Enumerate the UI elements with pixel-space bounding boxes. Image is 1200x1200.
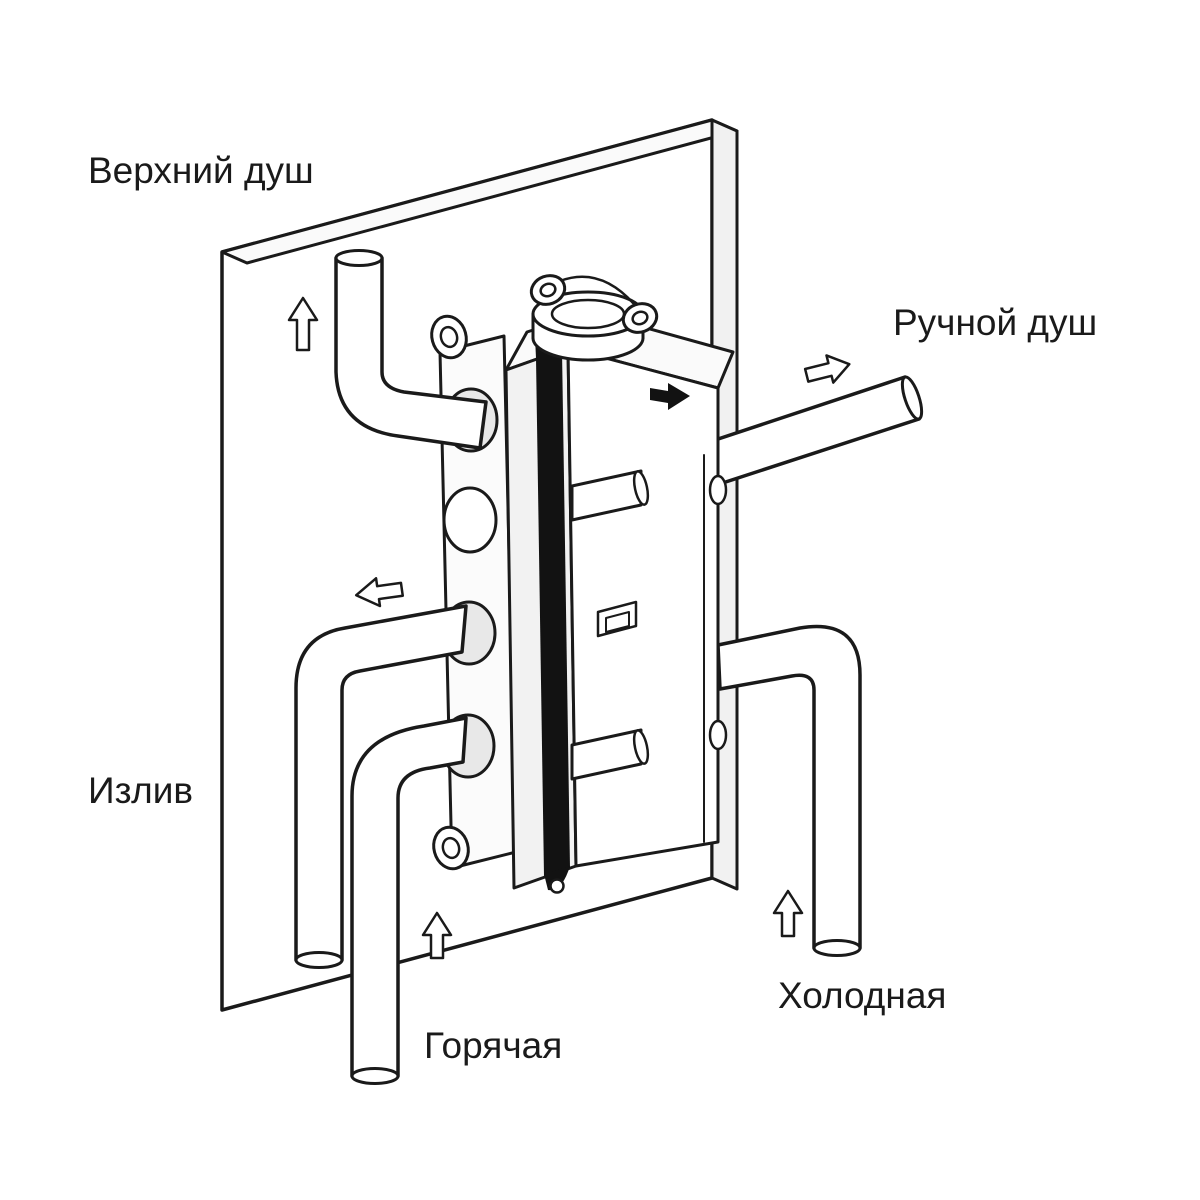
label-hot: Горячая (424, 1025, 562, 1066)
port-diverter (442, 486, 498, 554)
pipe-end-cap (334, 249, 384, 267)
pipe-end-cap (900, 375, 924, 421)
labels: Верхний душ Ручной душ Излив Горячая Хол… (88, 150, 1097, 1066)
outlet-stub-upper (570, 469, 650, 522)
mounting-screw-left (529, 274, 567, 306)
pipe-end-cap (294, 951, 344, 969)
outlet-stub-lower (570, 728, 650, 781)
hot-inlet-flow-arrow (421, 911, 453, 960)
top-shower-pipe (334, 249, 488, 450)
hand-shower-flow-arrow (803, 354, 851, 384)
valve-top-collar (529, 274, 659, 362)
label-hand-shower: Ручной душ (893, 302, 1097, 343)
label-cold: Холодная (778, 975, 946, 1016)
label-top-shower: Верхний душ (88, 150, 314, 191)
direction-mark (650, 383, 690, 410)
pipe-end-cap (350, 1067, 400, 1085)
valve-front-face (566, 346, 720, 868)
mounting-ear-bottom (432, 825, 470, 871)
cold-inlet-pipe (716, 624, 862, 957)
edge-notch (708, 719, 728, 751)
cold-inlet-flow-arrow (772, 889, 804, 938)
pipe-end-cap (812, 939, 862, 957)
mixer-valve-body (504, 274, 735, 894)
mounting-ear-top (430, 314, 468, 360)
flow-arrows (287, 296, 851, 960)
top-shower-flow-arrow (287, 296, 319, 352)
strap-buckle (549, 878, 565, 894)
label-spout: Излив (88, 770, 193, 811)
spout-flow-arrow (354, 577, 405, 608)
retaining-clip (596, 600, 638, 638)
hot-inlet-pipe (350, 716, 468, 1085)
mounting-screw-right (621, 302, 659, 334)
edge-notch (708, 474, 728, 506)
spout-pipe (294, 604, 468, 969)
